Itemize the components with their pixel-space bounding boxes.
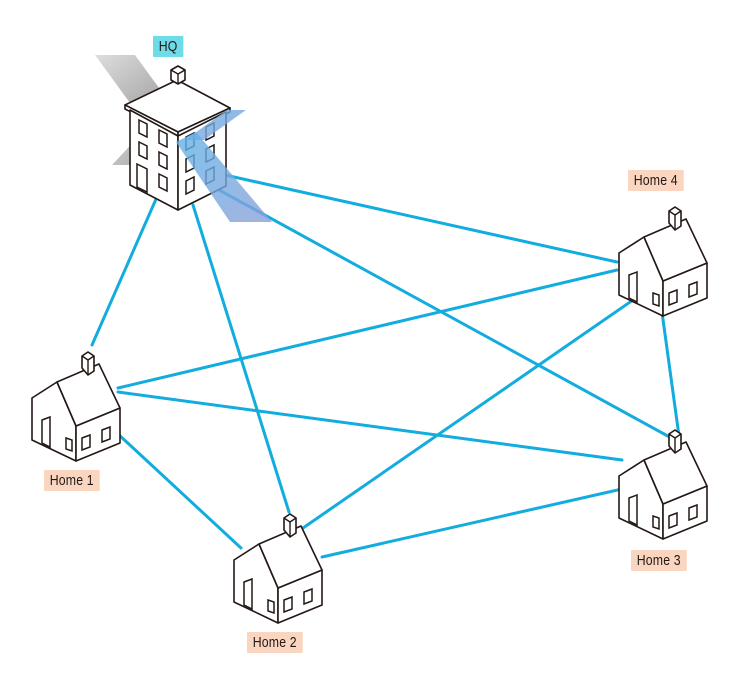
link-hq-home4 xyxy=(223,173,619,264)
links-layer xyxy=(90,173,681,559)
node-label-home-2: Home 2 xyxy=(247,632,303,653)
node-label-home-4: Home 4 xyxy=(628,170,684,191)
home-3-house-icon[interactable] xyxy=(618,429,708,540)
link-home3-home4 xyxy=(659,303,681,438)
node-label-home-1: Home 1 xyxy=(44,470,100,491)
home-2-house-icon[interactable] xyxy=(233,513,323,624)
x-mark-blue-stroke xyxy=(185,110,246,140)
link-home1-home2 xyxy=(116,432,243,550)
home-1-house-icon[interactable] xyxy=(31,351,121,462)
node-label-hq: HQ xyxy=(153,36,184,57)
link-home2-home4 xyxy=(301,280,661,530)
link-home2-home3 xyxy=(320,487,624,559)
houses-layer xyxy=(31,206,708,624)
link-hq-home1 xyxy=(90,188,162,347)
x-mark-blue-stroke-lower xyxy=(176,132,272,222)
link-home1-home4 xyxy=(116,268,619,390)
node-label-home-3: Home 3 xyxy=(631,550,687,571)
home-4-house-icon[interactable] xyxy=(618,206,708,317)
link-home1-home3 xyxy=(116,390,624,462)
